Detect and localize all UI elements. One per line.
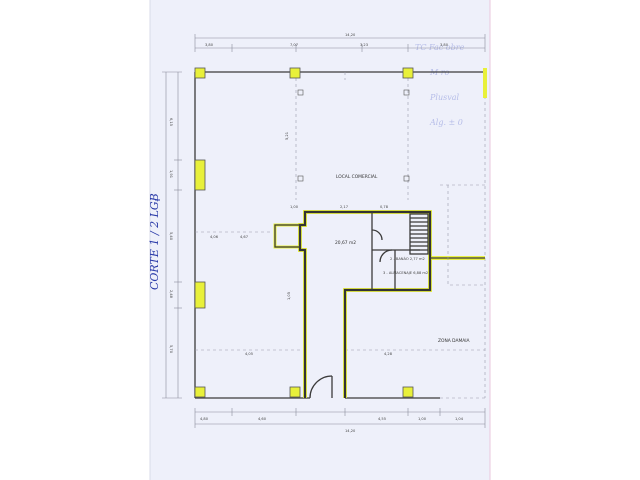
- top-dim-3: 3,23: [360, 43, 368, 47]
- column: [402, 386, 414, 398]
- column: [483, 68, 487, 98]
- faint-note-3: Plusval: [429, 93, 459, 102]
- inner-dim-7: 4,28: [384, 352, 393, 356]
- column: [194, 159, 206, 191]
- column: [289, 67, 301, 79]
- top-dimension-chain: 14,20 3,80 7,07 3,23 3,80: [194, 33, 486, 52]
- doors: [309, 229, 393, 399]
- left-dim-1: 6,15: [169, 118, 173, 126]
- inner-dim-6: 4,05: [245, 352, 253, 356]
- inner-dim-5: 4,06: [210, 235, 219, 239]
- bottom-dim-1: 4,80: [200, 417, 209, 421]
- inner-dim-3: 0,78: [380, 205, 389, 209]
- top-dim-total: 14,20: [345, 33, 356, 37]
- section-label: CORTE 1 / 2 LGB: [148, 193, 161, 290]
- inner-dimensions: 1,00 2,17 0,78 4,67 4,06 4,05 4,28 5,21 …: [210, 132, 393, 356]
- left-dim-5: 5,70: [169, 345, 173, 354]
- left-dim-3: 5,40: [169, 232, 173, 241]
- bottom-dim-5: 1,04: [455, 417, 464, 421]
- grid-markers: [297, 89, 410, 182]
- column: [289, 386, 301, 398]
- outer-walls: [194, 71, 486, 399]
- section-mark: CORTE 1 / 2 LGB: [148, 193, 161, 290]
- bottom-dim-3: 4,55: [378, 417, 386, 421]
- structural-axes: [195, 72, 485, 351]
- room-almacenaje: 3 - ALMACENAJE 6,88 m2: [383, 271, 428, 275]
- top-dim-4: 3,80: [440, 43, 449, 47]
- inner-dim-4: 4,67: [240, 235, 248, 239]
- bottom-dimension-chain: 4,80 4,60 4,55 1,00 1,04 14,20: [194, 408, 486, 433]
- room-local-comercial: LOCAL COMERCIAL: [336, 174, 378, 180]
- column: [194, 281, 206, 309]
- room-zona-damaia: ZONA DAMAIA: [438, 338, 470, 344]
- left-dim-2: 1,91: [169, 170, 173, 178]
- room-banio: 2 - BANÁO 2,77 m2: [390, 256, 425, 261]
- inner-dim-9: 1,05: [287, 292, 291, 300]
- faint-note-1: TC Fac obre: [415, 43, 465, 52]
- paper-sheet: [150, 0, 490, 480]
- left-dim-4: 2,48: [169, 290, 173, 299]
- top-dim-1: 3,80: [205, 43, 214, 47]
- inner-dim-1: 1,00: [290, 205, 299, 209]
- top-dim-2: 7,07: [290, 43, 298, 47]
- inner-dim-2: 2,17: [340, 205, 348, 209]
- columns: [194, 67, 487, 398]
- stair: [409, 213, 429, 255]
- bottom-dim-2: 4,60: [258, 417, 267, 421]
- column: [402, 67, 414, 79]
- faint-note-4: Alg. ± 0: [429, 118, 463, 127]
- room-labels: LOCAL COMERCIAL 20,67 m2 2 - BANÁO 2,77 …: [335, 174, 470, 344]
- room-hall-area: 20,67 m2: [335, 240, 356, 246]
- column: [194, 386, 206, 398]
- inner-dim-8: 5,21: [285, 132, 289, 140]
- bottom-dim-4: 1,00: [418, 417, 427, 421]
- bottom-dim-total: 14,20: [345, 429, 356, 433]
- column: [194, 67, 206, 79]
- left-dimension-chain: 6,15 1,91 5,40 2,48 5,70: [162, 71, 182, 399]
